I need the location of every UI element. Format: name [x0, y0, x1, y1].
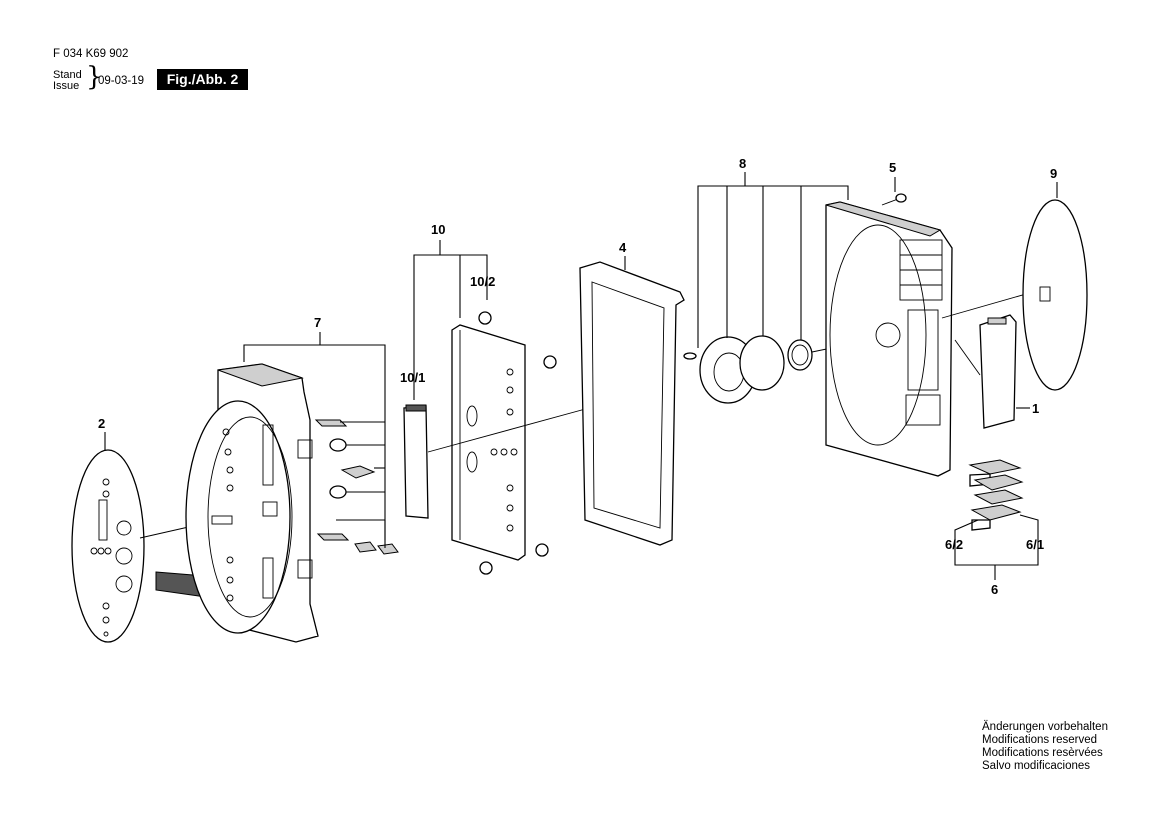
- leader-6: [954, 514, 1039, 566]
- note-english: Modifications reserved: [982, 734, 1098, 746]
- part-7-front-cover: [185, 363, 399, 643]
- part-9-rear-foil: [1022, 199, 1088, 391]
- part-10-1-display: [403, 404, 429, 519]
- main-housing: [825, 201, 953, 477]
- figure-label: Fig./Abb. 2: [157, 69, 248, 90]
- leader-7: [243, 344, 386, 540]
- note-german: Änderungen vorbehalten: [982, 721, 1108, 733]
- label-9: 9: [1050, 166, 1057, 181]
- note-spanish: Salvo modificaciones: [982, 760, 1091, 772]
- label-2: 2: [98, 416, 105, 431]
- label-6: 6: [991, 582, 998, 597]
- issue-label: Issue: [53, 80, 80, 92]
- label-6-2: 6/2: [945, 537, 963, 552]
- issue-date: 09-03-19: [98, 75, 145, 87]
- part-8-lens-group: [683, 335, 813, 404]
- label-5: 5: [889, 160, 896, 175]
- part-4-seal-frame: [579, 261, 685, 546]
- label-8: 8: [739, 156, 746, 171]
- label-7: 7: [314, 315, 321, 330]
- axis-line-10: [427, 404, 601, 453]
- axis-line-1: [954, 339, 981, 376]
- modification-notes: Änderungen vorbehalten Modifications res…: [982, 721, 1108, 773]
- label-1: 1: [1032, 401, 1039, 416]
- leader-8: [697, 185, 849, 348]
- part-10-2-spacers: [478, 311, 557, 575]
- label-10: 10: [431, 222, 445, 237]
- brace-glyph: }: [86, 62, 103, 92]
- part-6-contact-springs: [968, 459, 1024, 531]
- part-10-circuit-board: [451, 324, 526, 561]
- label-10-2: 10/2: [470, 274, 495, 289]
- label-6-1: 6/1: [1026, 537, 1044, 552]
- part-1-battery-cover: [979, 314, 1017, 429]
- label-10-1: 10/1: [400, 370, 425, 385]
- part-5-screw: [881, 193, 907, 206]
- leader-10: [413, 254, 488, 400]
- document-number: F 034 K69 902: [53, 48, 129, 60]
- note-french: Modifications resèrvées: [982, 747, 1103, 759]
- label-4: 4: [619, 240, 627, 255]
- stand-label: Stand: [53, 69, 82, 81]
